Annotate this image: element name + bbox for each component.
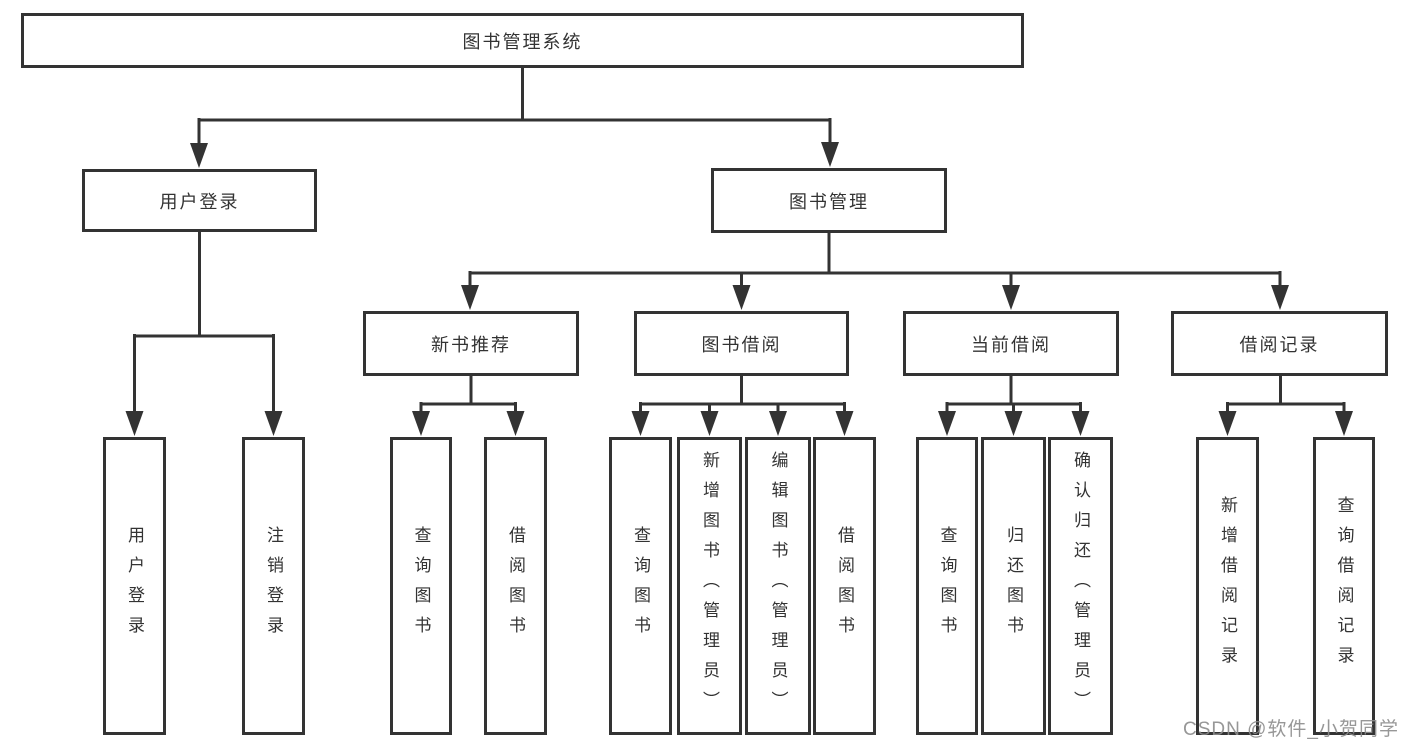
leaf-query-borrow-record-label: 查询借阅记录 <box>1334 496 1354 676</box>
csdn-watermark: CSDN @软件_小贺同学 <box>1183 719 1399 740</box>
user-login-branch-connector <box>133 232 275 415</box>
leaf-user-login-label: 用户登录 <box>125 526 144 646</box>
leaf-add-books-admin-label: 新增图书（管理员） <box>700 451 719 721</box>
leaf-logout-login: 注销登录 <box>242 437 305 735</box>
leaf-edit-books-admin-label: 编辑图书（管理员） <box>768 451 788 721</box>
book-borrow-sub-connector <box>639 376 846 415</box>
leaf-add-books-admin: 新增图书（管理员） <box>677 437 742 735</box>
arrow-down-icon <box>125 411 144 436</box>
leaf-return-books: 归还图书 <box>981 437 1046 735</box>
arrow-down-icon <box>506 411 525 436</box>
arrow-down-icon <box>821 142 839 167</box>
arrow-down-icon <box>1071 411 1090 436</box>
arrow-down-icon <box>1004 411 1023 436</box>
node-new-book-recommend-label: 新书推荐 <box>431 334 511 355</box>
new-book-sub-connector <box>419 376 517 415</box>
arrow-down-icon <box>412 411 430 436</box>
node-borrow-records: 借阅记录 <box>1171 311 1388 376</box>
leaf-add-borrow-record: 新增借阅记录 <box>1196 437 1259 735</box>
node-book-borrow: 图书借阅 <box>634 311 849 376</box>
leaf-query-borrow-record: 查询借阅记录 <box>1313 437 1375 735</box>
leaf-borrow-books-2: 借阅图书 <box>813 437 876 735</box>
leaf-borrow-books-recommend-label: 借阅图书 <box>506 526 525 646</box>
arrow-down-icon <box>631 411 650 436</box>
arrow-down-icon <box>938 411 956 436</box>
leaf-confirm-return-admin-label: 确认归还（管理员） <box>1071 451 1090 721</box>
node-user-login-label: 用户登录 <box>159 191 240 212</box>
arrow-down-icon <box>769 411 787 436</box>
leaf-borrow-books-recommend: 借阅图书 <box>484 437 547 735</box>
node-book-management: 图书管理 <box>711 168 947 233</box>
node-root-label: 图书管理系统 <box>462 31 583 52</box>
borrow-record-sub-connector <box>1226 376 1346 415</box>
book-management-branch-connector <box>468 233 1282 288</box>
leaf-add-borrow-record-label: 新增借阅记录 <box>1218 496 1237 676</box>
node-new-book-recommend: 新书推荐 <box>363 311 579 376</box>
node-borrow-records-label: 借阅记录 <box>1239 334 1320 355</box>
leaf-edit-books-admin: 编辑图书（管理员） <box>745 437 811 735</box>
node-book-management-label: 图书管理 <box>789 191 869 212</box>
arrow-down-icon <box>732 285 751 310</box>
leaf-query-books-borrow-label: 查询图书 <box>631 526 650 646</box>
node-book-borrow-label: 图书借阅 <box>701 334 782 355</box>
arrow-down-icon <box>1218 411 1237 436</box>
node-current-borrow-label: 当前借阅 <box>971 334 1051 355</box>
leaf-return-books-label: 归还图书 <box>1004 526 1023 646</box>
arrow-down-icon <box>190 143 208 168</box>
leaf-confirm-return-admin: 确认归还（管理员） <box>1048 437 1113 735</box>
leaf-logout-login-label: 注销登录 <box>264 526 283 646</box>
node-user-login: 用户登录 <box>82 169 317 232</box>
leaf-query-books-recommend: 查询图书 <box>390 437 452 735</box>
leaf-query-books-current-label: 查询图书 <box>937 526 957 646</box>
current-borrow-sub-connector <box>945 376 1082 415</box>
root-to-level2-connector <box>197 68 832 146</box>
arrow-down-icon <box>1271 285 1289 310</box>
arrow-down-icon <box>700 411 719 436</box>
arrow-down-icon <box>461 285 479 310</box>
arrow-down-icon <box>264 411 283 436</box>
leaf-borrow-books-2-label: 借阅图书 <box>835 526 854 646</box>
node-current-borrow: 当前借阅 <box>903 311 1119 376</box>
arrow-down-icon <box>1335 411 1353 436</box>
arrow-down-icon <box>1002 285 1020 310</box>
leaf-query-books-recommend-label: 查询图书 <box>411 526 431 646</box>
arrow-down-icon <box>835 411 854 436</box>
leaf-user-login: 用户登录 <box>103 437 166 735</box>
leaf-query-books-borrow: 查询图书 <box>609 437 672 735</box>
node-root: 图书管理系统 <box>21 13 1024 68</box>
leaf-query-books-current: 查询图书 <box>916 437 978 735</box>
